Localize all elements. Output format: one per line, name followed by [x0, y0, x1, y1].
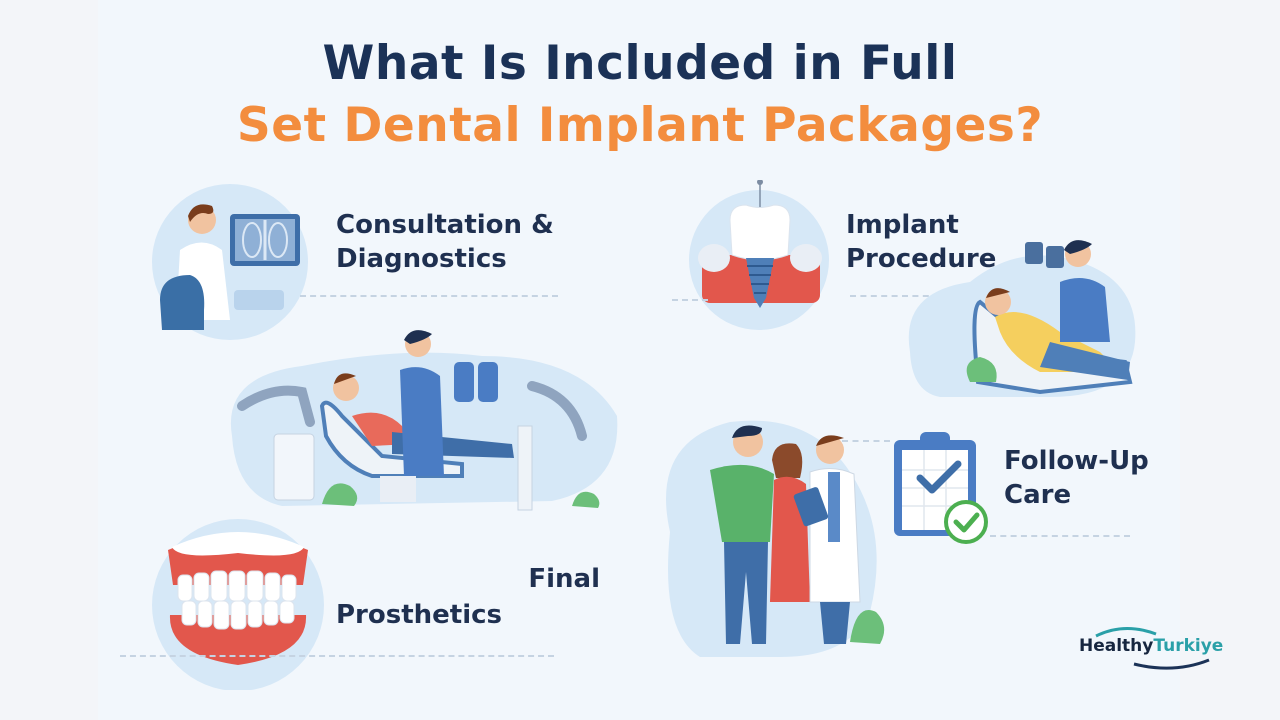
dental-implant-icon: [689, 180, 829, 330]
logo-swoosh-icon: [1095, 627, 1210, 670]
denture-icon: [152, 519, 324, 690]
logo-healthy: Healthy: [1079, 636, 1154, 656]
divider-consultation: [300, 295, 558, 297]
section-line-2: Diagnostics: [336, 244, 507, 274]
section-followup-title: Follow-Up Care: [1004, 444, 1149, 512]
section-line-1: Follow-Up: [1004, 446, 1149, 476]
logo-text: HealthyTurkiye: [1079, 636, 1223, 656]
section-implant-title: Implant Procedure: [846, 208, 996, 276]
section-line-1: Consultation &: [336, 210, 554, 240]
section-consultation-title: Consultation & Diagnostics: [336, 208, 554, 276]
divider-followup-top: [842, 440, 890, 442]
clipboard-check-icon: [894, 432, 988, 544]
divider-implant-right: [850, 295, 960, 297]
section-line-2: Procedure: [846, 244, 997, 274]
section-prosthetics-title: Final Prosthetics: [336, 562, 606, 632]
xray-doctor-icon: [152, 184, 308, 340]
section-line-2: Prosthetics: [336, 600, 503, 630]
family-doctor-illustration: [666, 420, 885, 657]
divider-followup: [990, 535, 1130, 537]
logo-turkiye: Turkiye: [1153, 636, 1224, 656]
dentist-patient-illustration: [908, 240, 1136, 397]
section-line-1: Final: [528, 564, 600, 594]
section-line-2: Care: [1004, 480, 1072, 510]
treatment-chair-illustration: [230, 330, 618, 511]
divider-prosthetics: [120, 655, 554, 657]
title-line-1: What Is Included in Full: [322, 36, 958, 91]
section-line-1: Implant: [846, 210, 959, 240]
title-line-2: Set Dental Implant Packages?: [236, 98, 1044, 153]
divider-implant: [672, 299, 708, 301]
healthy-turkiye-logo: HealthyTurkiye: [1074, 624, 1224, 674]
